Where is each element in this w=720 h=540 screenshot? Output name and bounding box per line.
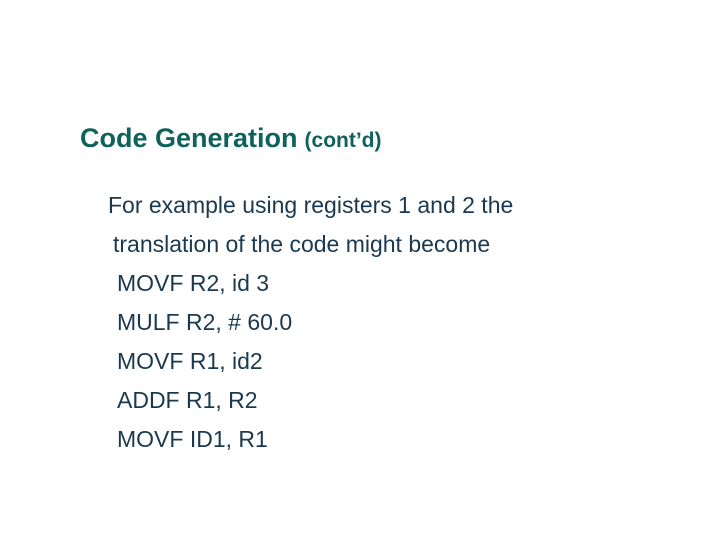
page-title-suffix: (cont’d) — [304, 129, 382, 153]
page-title-main: Code Generation — [80, 123, 298, 154]
code-line: MOVF R2, id 3 — [117, 270, 270, 296]
code-line: ADDF R1, R2 — [117, 387, 258, 413]
intro-line: translation of the code might become — [113, 231, 491, 257]
slide-body: For example using registers 1 and 2 the … — [0, 186, 720, 459]
code-line: MOVF ID1, R1 — [117, 426, 268, 452]
intro-line: For example using registers 1 and 2 the — [108, 192, 514, 218]
code-line: MOVF R1, id2 — [117, 348, 263, 374]
page-title: Code Generation(cont’d) — [80, 120, 680, 152]
code-line: MULF R2, # 60.0 — [117, 309, 293, 335]
